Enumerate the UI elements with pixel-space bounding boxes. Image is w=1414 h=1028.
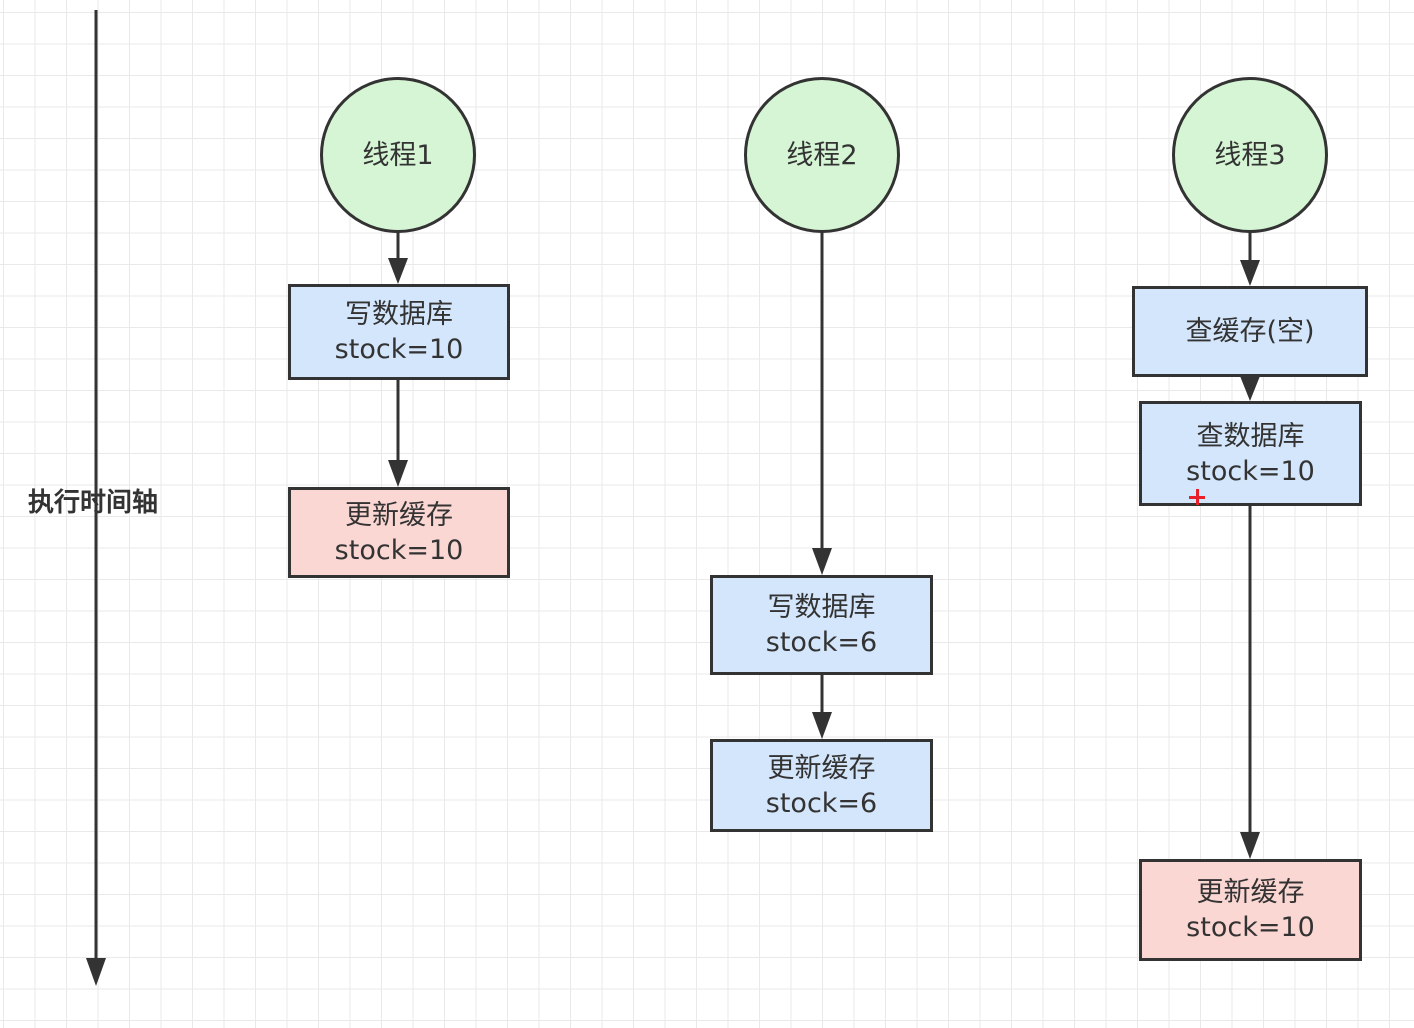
- arrowhead-thread3-to-query-cache: [1240, 260, 1260, 286]
- time-axis-label: 执行时间轴: [28, 488, 159, 518]
- thread-3-title: 线程3: [1214, 139, 1286, 171]
- thread-2-update-cache-step[interactable]: 更新缓存 stock=6: [710, 739, 933, 832]
- arrowhead-write-db-to-update-cache-1: [388, 460, 408, 487]
- arrowhead-thread2-to-write-db: [812, 548, 832, 575]
- step-action: 写数据库: [767, 592, 876, 623]
- step-value: stock=10: [1186, 455, 1315, 487]
- step-value: stock=10: [334, 334, 464, 365]
- step-value: stock=6: [765, 787, 878, 819]
- arrowhead-write-db-to-update-cache-2: [812, 712, 832, 739]
- thread-1-write-db-step[interactable]: 写数据库 stock=10: [288, 284, 510, 380]
- thread-3-update-cache-step[interactable]: 更新缓存 stock=10: [1139, 859, 1362, 961]
- arrowhead-query-db-to-update-cache-3: [1240, 832, 1260, 859]
- crosshair-cursor-icon: [1188, 488, 1206, 506]
- thread-1-update-cache-step[interactable]: 更新缓存 stock=10: [288, 487, 510, 578]
- thread-3-query-db-step[interactable]: 查数据库 stock=10: [1139, 401, 1362, 506]
- thread-3-node[interactable]: 线程3: [1172, 77, 1328, 233]
- time-axis-arrowhead: [86, 958, 106, 986]
- step-action: 查数据库: [1196, 420, 1305, 452]
- step-value: stock=10: [1186, 912, 1315, 943]
- arrowhead-query-cache-to-query-db: [1240, 376, 1260, 401]
- step-value: stock=10: [334, 534, 464, 566]
- thread-2-write-db-step[interactable]: 写数据库 stock=6: [710, 575, 933, 675]
- thread-2-node[interactable]: 线程2: [744, 77, 900, 233]
- step-value: stock=6: [765, 627, 878, 658]
- step-action: 更新缓存: [1196, 877, 1305, 908]
- step-action: 查缓存(空): [1185, 316, 1315, 347]
- step-action: 更新缓存: [345, 499, 453, 531]
- step-action: 写数据库: [345, 299, 453, 330]
- thread-1-title: 线程1: [362, 139, 434, 171]
- arrowhead-thread1-to-write-db: [388, 258, 408, 284]
- thread-1-node[interactable]: 线程1: [320, 77, 476, 233]
- thread-3-query-cache-step[interactable]: 查缓存(空): [1132, 286, 1368, 377]
- thread-2-title: 线程2: [786, 139, 858, 171]
- step-action: 更新缓存: [767, 752, 876, 784]
